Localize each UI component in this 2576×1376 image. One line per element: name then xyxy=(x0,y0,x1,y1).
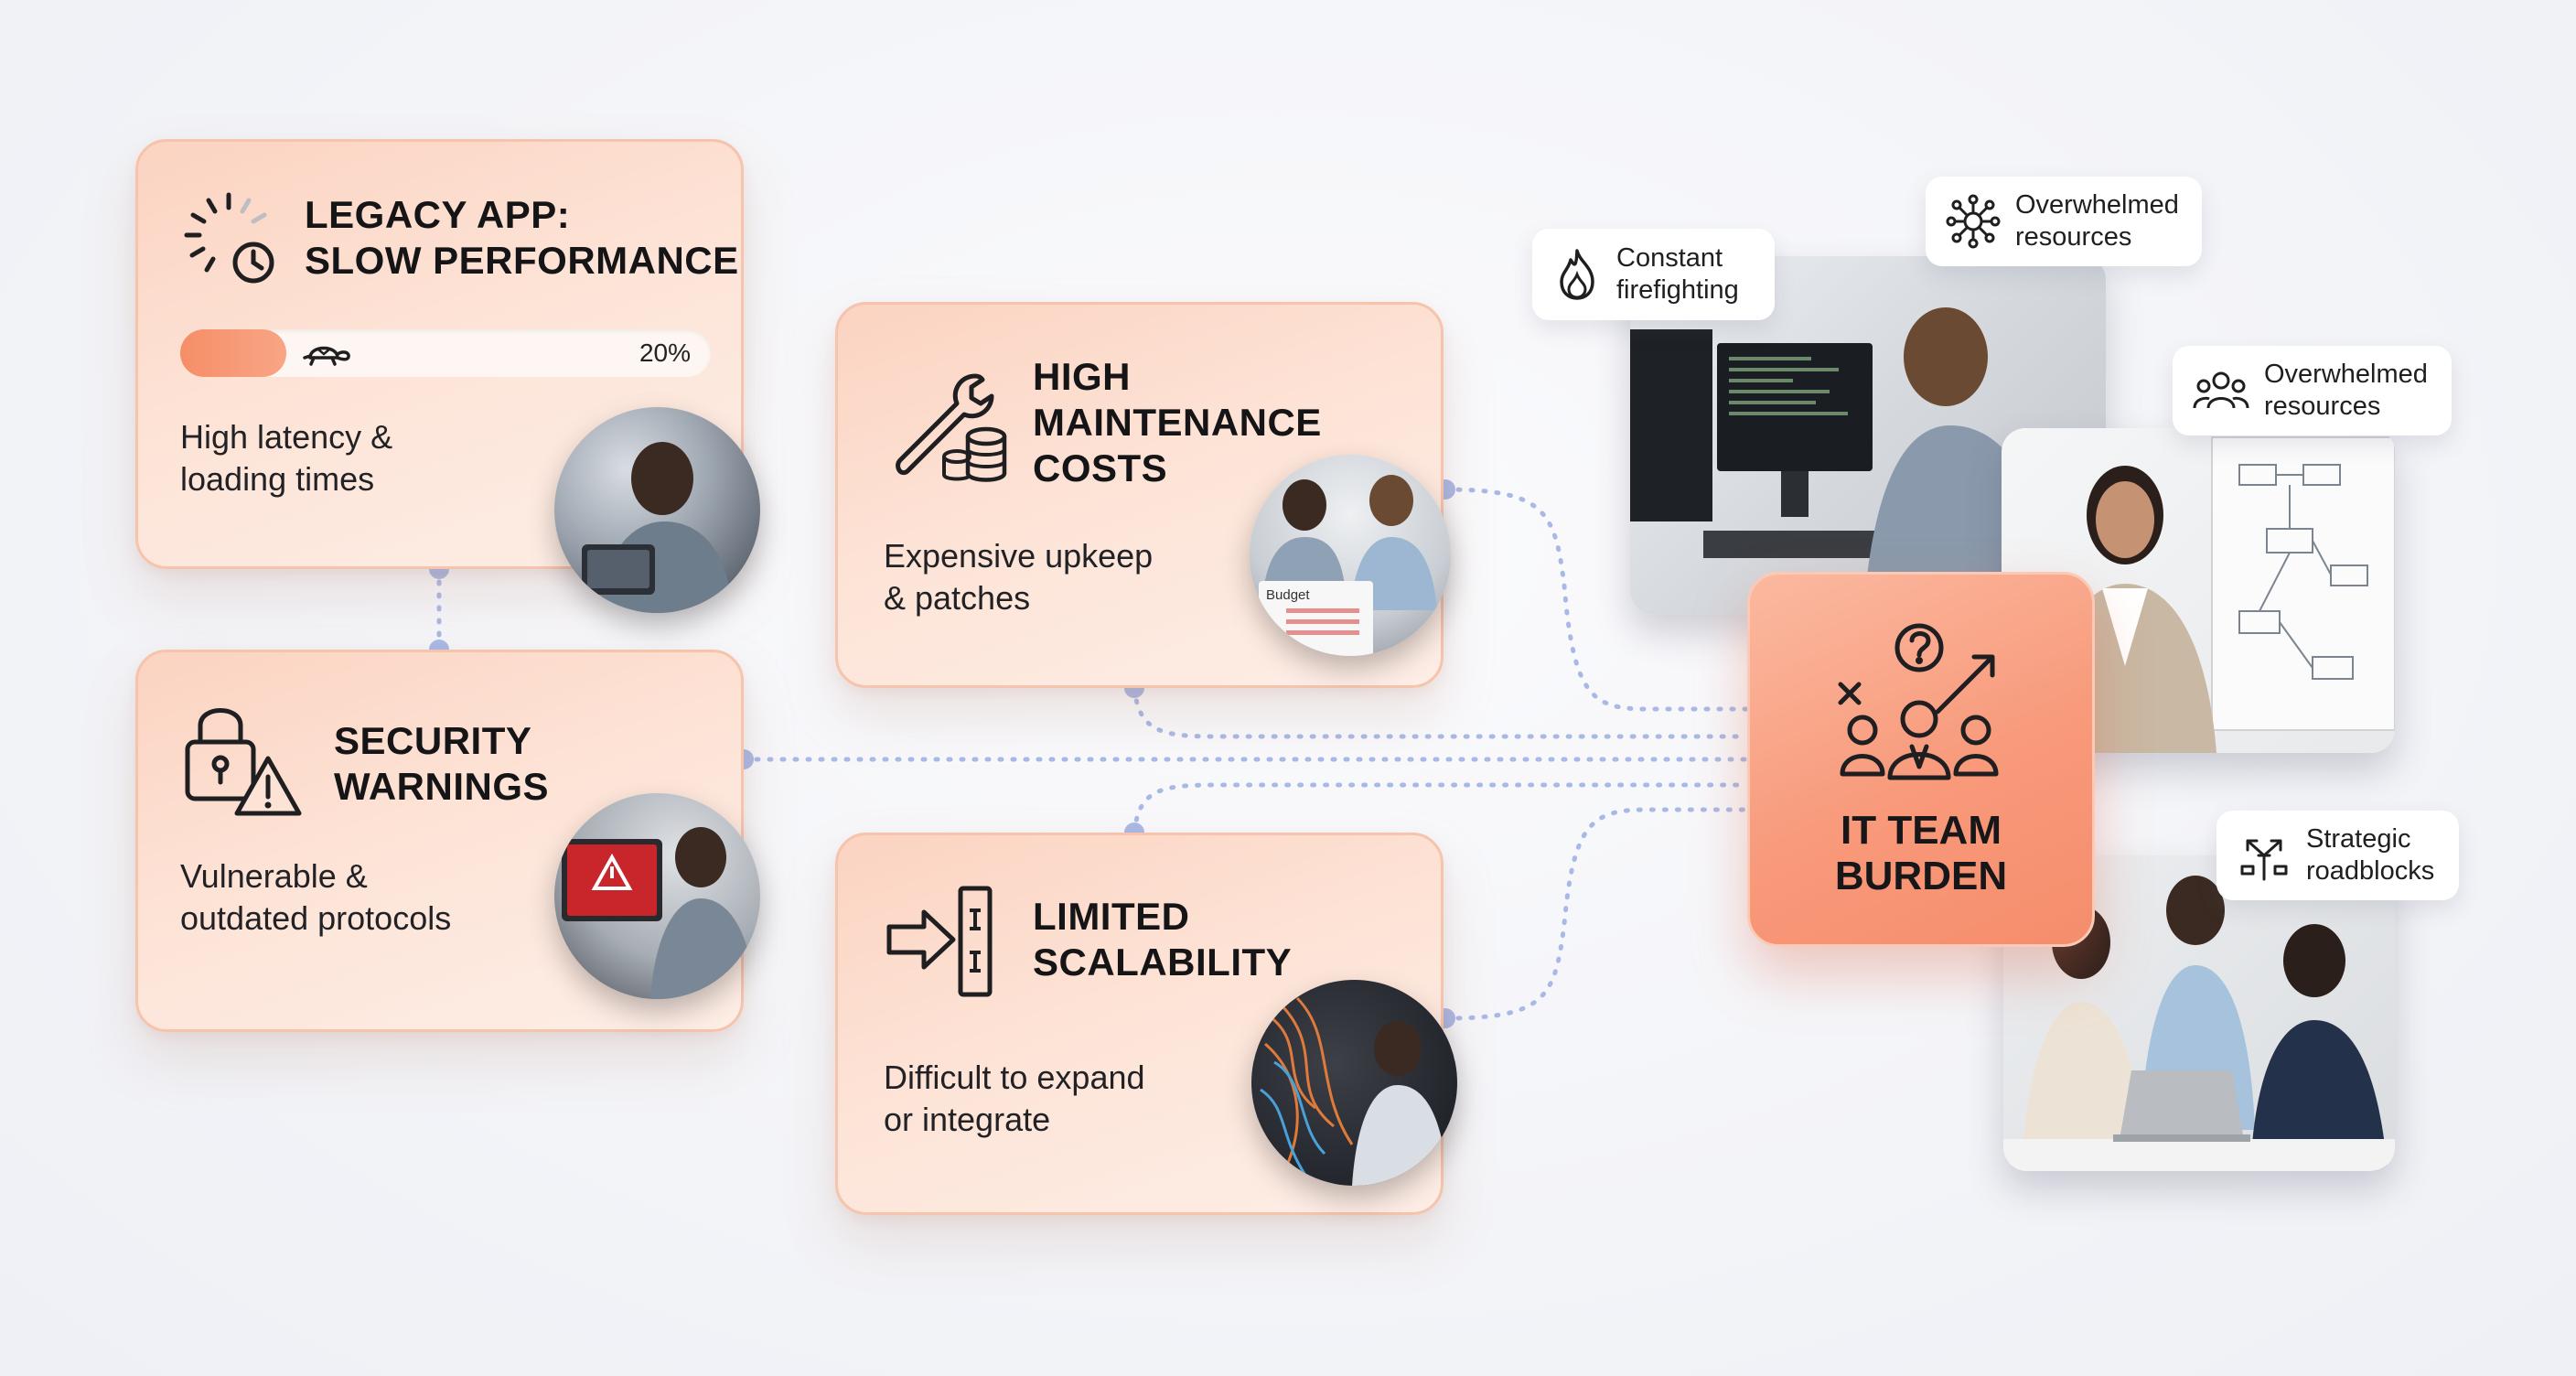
it-team-burden-card: IT TEAM BURDEN xyxy=(1747,572,2095,947)
security-description: Vulnerable & outdated protocols xyxy=(180,857,452,937)
security-title: SECURITY WARNINGS xyxy=(334,719,549,808)
tag-strategic-roadblocks: Strategic roadblocks xyxy=(2216,811,2459,900)
person-silhouette-icon xyxy=(582,442,733,613)
high-maintenance-card: HIGH MAINTENANCE COSTS Expensive upkeep … xyxy=(835,302,1451,688)
budget-meeting-photo: Budget xyxy=(1250,455,1451,656)
scalability-title: LIMITED SCALABILITY xyxy=(1033,895,1293,984)
legacy-title: LEGACY APP: SLOW PERFORMANCE xyxy=(305,193,739,282)
maintenance-title: HIGH MAINTENANCE COSTS xyxy=(1033,355,1322,489)
flame-icon xyxy=(1560,249,1594,300)
connector-maintenance-photo-burden xyxy=(1443,487,1750,712)
tag-label: Overwhelmed resources xyxy=(2264,360,2428,421)
connector-maintenance-burden xyxy=(1132,685,1750,739)
people-group-icon xyxy=(2193,371,2249,409)
progress-fill xyxy=(180,329,286,377)
tag-label: Strategic roadblocks xyxy=(2306,824,2435,886)
team-at-laptop-icon xyxy=(2003,876,2395,1171)
loading-clock-icon xyxy=(184,192,274,284)
tag-overwhelmed-resources-2: Overwhelmed resources xyxy=(2173,346,2452,435)
legacy-description: High latency & loading times xyxy=(180,418,393,498)
split-arrows-icon xyxy=(2240,839,2288,881)
network-hub-icon xyxy=(1946,194,2001,249)
tag-overwhelmed-resources-1: Overwhelmed resources xyxy=(1926,177,2202,266)
progress-bar: 20% xyxy=(180,329,711,377)
wrench-coins-icon xyxy=(896,373,1007,482)
two-people-silhouette-icon: Budget xyxy=(1259,475,1437,656)
burden-title: IT TEAM BURDEN xyxy=(1834,808,2008,898)
maintenance-description: Expensive upkeep & patches xyxy=(884,537,1154,617)
security-alert-photo xyxy=(554,793,760,999)
stressed-developer-photo xyxy=(554,407,760,613)
padlock-warning-icon xyxy=(185,708,302,816)
scalability-description: Difficult to expand or integrate xyxy=(884,1059,1145,1138)
progress-label: 20% xyxy=(639,339,691,367)
tag-constant-firefighting: Constant firefighting xyxy=(1532,229,1775,320)
warning-monitor-icon xyxy=(562,827,756,999)
server-cables-icon xyxy=(1260,996,1448,1186)
tag-label: Constant firefighting xyxy=(1616,243,1739,305)
arrow-into-barrier-icon xyxy=(886,886,993,997)
connector-scalability-photo-burden xyxy=(1443,807,1750,1021)
team-question-growth-icon xyxy=(1838,623,1999,780)
security-warnings-card: SECURITY WARNINGS Vulnerable & outdated … xyxy=(135,650,760,1032)
limited-scalability-card: LIMITED SCALABILITY Difficult to expand … xyxy=(835,833,1457,1215)
tag-label: Overwhelmed resources xyxy=(2015,190,2179,252)
turtle-icon xyxy=(303,346,350,366)
legacy-app-card: LEGACY APP: SLOW PERFORMANCE 20% High la… xyxy=(135,139,760,613)
server-room-photo xyxy=(1251,980,1457,1186)
budget-label: Budget xyxy=(1266,587,1310,603)
connector-scalability-burden xyxy=(1132,782,1750,835)
